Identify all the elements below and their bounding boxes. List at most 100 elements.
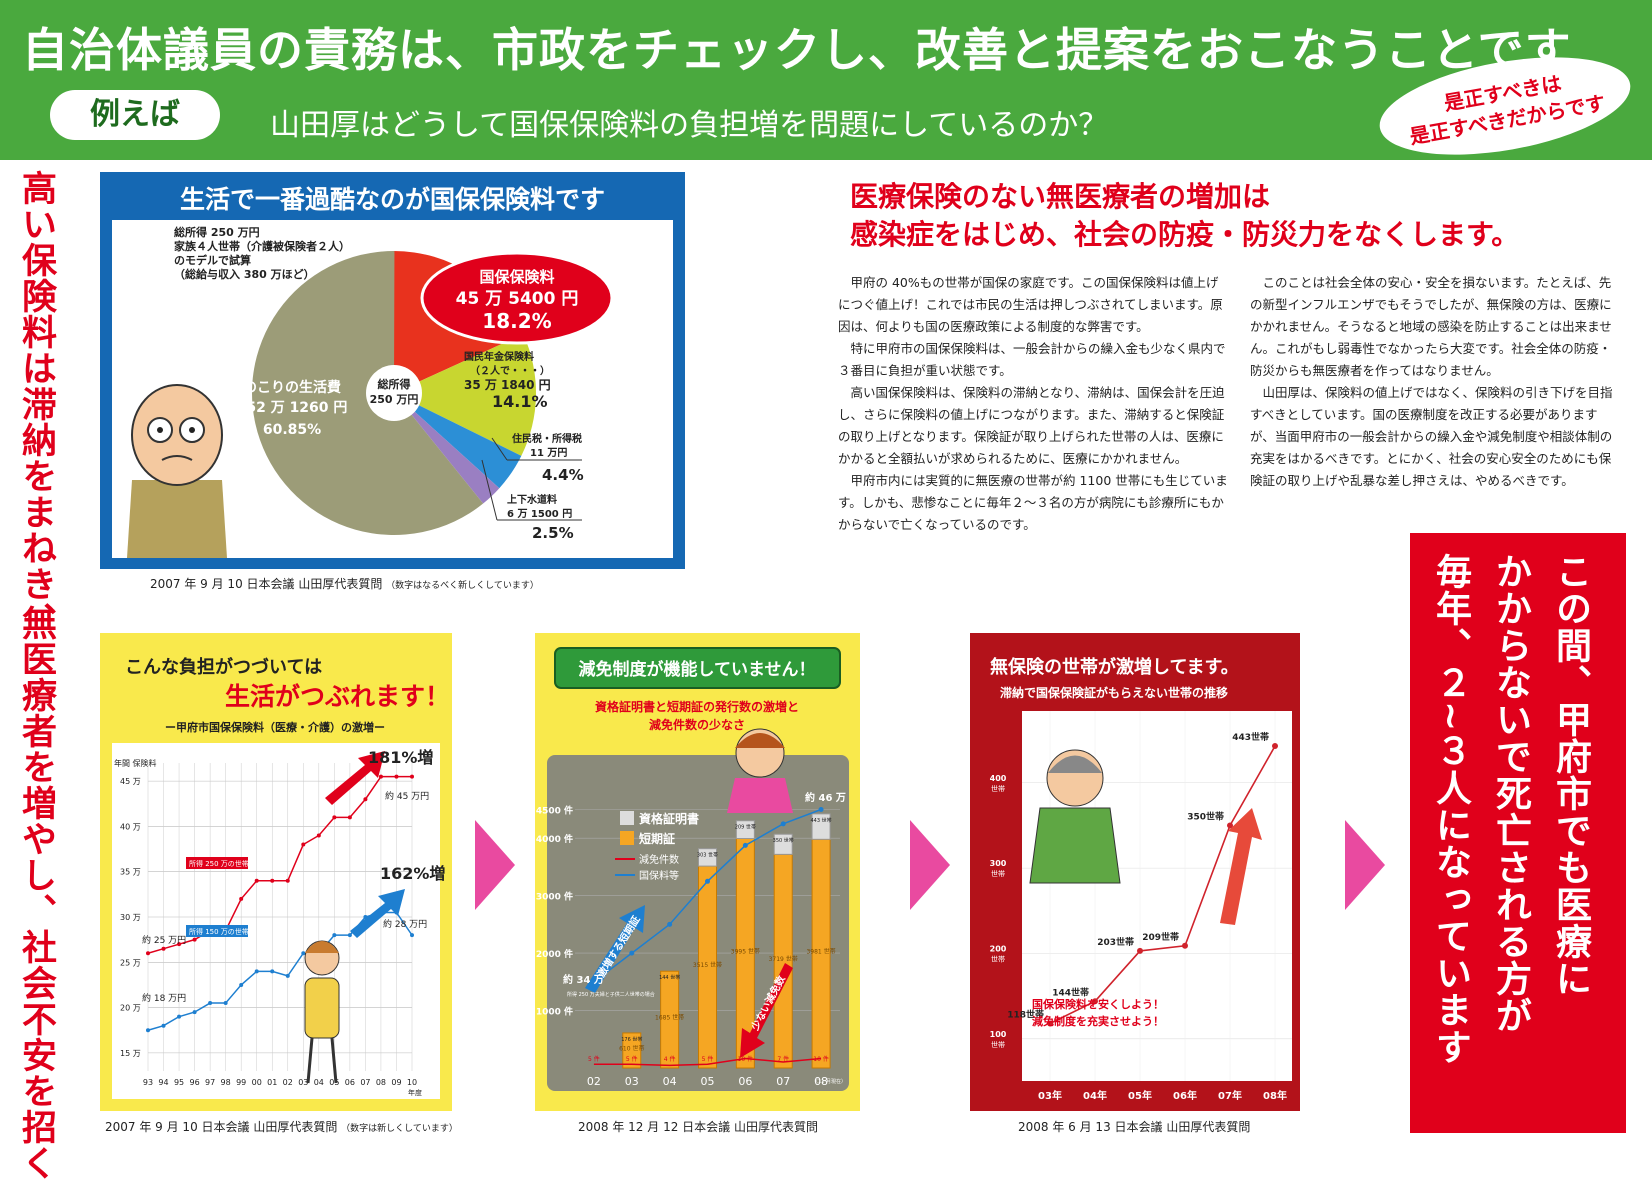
chart1-xunit: 年度 <box>408 1088 422 1097</box>
left-vertical-slogan-1: 高い保険料は滞納をまねき、 <box>16 170 56 638</box>
pie-panel-title: 生活で一番過酷なのが国保保険料です <box>179 185 605 214</box>
death-notice-line-1: この間、甲府市でも医療に <box>1550 553 1591 997</box>
data-point <box>254 878 259 883</box>
data-point <box>363 797 368 802</box>
x-tick-label: 99 <box>236 1078 246 1087</box>
death-notice-line-3: 毎年、２~３人になっています <box>1430 553 1471 1066</box>
x-tick-label: 07 <box>776 1075 790 1088</box>
data-point <box>780 821 786 827</box>
data-point <box>410 933 414 938</box>
y-tick-label: 100 <box>990 1030 1007 1039</box>
x-tick-label: 93 <box>143 1078 153 1087</box>
exemption-chart-panel: 減免制度が機能していません！ 資格証明書と短期証の発行数の激増と 減免件数の少な… <box>535 633 860 1111</box>
slice-label-pct: 14.1% <box>492 392 548 411</box>
chart1-series-b-name: 所得 150 万の世帯 <box>189 927 249 936</box>
slice-label-pct: 4.4% <box>542 466 584 484</box>
data-point <box>394 774 399 779</box>
bar-short-term <box>660 970 680 1069</box>
data-point <box>177 942 182 947</box>
data-point <box>301 951 306 956</box>
article-column-2: このことは社会全体の安心・安全を損ないます。たとえば、先の新型インフルエンザでも… <box>1250 272 1622 492</box>
y-tick-label: 4000 件 <box>536 833 573 845</box>
y-tick-label: 3000 件 <box>536 891 573 903</box>
point-label: 118世帯 <box>1007 1008 1044 1020</box>
slice-label-name: のこりの生活費 <box>243 379 341 396</box>
leader-line <box>481 459 498 521</box>
y-tick-label: 世帯 <box>991 1040 1005 1049</box>
x-tick-label: 08年 <box>1263 1089 1287 1102</box>
chart2-legend-item: 国保料等 <box>639 869 679 882</box>
up-arrow-icon <box>585 905 645 993</box>
data-point <box>192 1010 197 1015</box>
x-tick-label: 02 <box>587 1075 601 1088</box>
pie-note-line: 総所得 250 万円 <box>174 225 260 239</box>
data-point <box>818 806 824 812</box>
chart3-subtitle: 滞納で国保保険証がもらえない世帯の推移 <box>1000 685 1228 700</box>
pie-note-line: （総給与収入 380 万ほど） <box>174 267 315 281</box>
bar-label: 5 件 <box>588 1055 600 1063</box>
data-point <box>270 878 275 883</box>
y-tick-label: 400 <box>990 774 1007 783</box>
chart2-label-end: 約 46 万 <box>805 791 846 804</box>
data-point <box>1092 998 1098 1005</box>
y-tick-label: 世帯 <box>991 954 1005 963</box>
distressed-man-illustration <box>1029 749 1121 884</box>
bar-label: 1685 世帯 <box>655 1014 684 1022</box>
pie-slice <box>394 393 500 504</box>
y-tick-label: 35 万 <box>120 868 141 877</box>
bar-label: 7 件 <box>777 1055 789 1063</box>
pie-caption-note: （数字はなるべく新しくしています） <box>386 581 539 591</box>
bar-certificate <box>698 848 717 867</box>
data-point <box>378 774 383 779</box>
chart1-increase-b: 162%増 <box>380 864 445 883</box>
right-arrow-icon <box>475 820 515 910</box>
data-point <box>629 950 635 956</box>
chart1-label-a-end: 約 45 万円 <box>385 790 429 802</box>
bar-label: 144 世帯 <box>659 974 680 981</box>
chart2-note: 所得 250 万夫婦と子供二人世帯の場合 <box>567 991 655 998</box>
article-headline-line-1: 医療保険のない無医療者の増加は <box>850 180 1271 213</box>
bar-label: 176 世帯 <box>621 1036 642 1043</box>
x-tick-label: 04年 <box>1083 1089 1107 1102</box>
article-headline-line-2: 感染症をはじめ、社会の防疫・防災力をなくします。 <box>850 218 1520 251</box>
chart1-label-b-end: 約 28 万円 <box>383 918 427 930</box>
pie-slice <box>394 334 536 456</box>
pie-center-value: 250 万円 <box>370 393 419 406</box>
pie-caption: 2007 年 9 月 10 日本会議 山田厚代表質問 （数字はなるべく新しくして… <box>150 575 539 592</box>
y-tick-label: 世帯 <box>991 869 1005 878</box>
death-notice-line-2: かからないで死亡される方が <box>1490 553 1531 1034</box>
chart3-slogan-1: 国保保険料を安くしよう！ <box>1032 997 1164 1011</box>
slice-label-pct: 2.5% <box>532 524 574 542</box>
pie-center-label: 総所得 <box>378 377 411 391</box>
pie-panel: 生活で一番過酷なのが国保保険料です 総所得 250 万円 総所得 250 万円 … <box>100 172 685 569</box>
bar-label: 209 世帯 <box>735 824 756 831</box>
data-point <box>347 933 352 938</box>
y-tick-label: 25 万 <box>120 958 141 967</box>
article-paragraph: このことは社会全体の安心・安全を損ないます。たとえば、先の新型インフルエンザでも… <box>1250 275 1612 378</box>
y-tick-label: 15 万 <box>120 1049 141 1058</box>
chart1-title-1: こんな負担がつづいては <box>125 656 322 678</box>
pie-slice <box>394 393 522 489</box>
down-arrow-icon <box>740 963 793 1058</box>
legend-swatch <box>620 811 634 825</box>
chart3-caption: 2008 年 6 月 13 日本会議 山田厚代表質問 <box>1018 1120 1251 1134</box>
bar-label: 3981 世帯 <box>806 948 835 956</box>
data-point <box>146 1028 150 1033</box>
article-headline: 医療保険のない無医療者の増加は 感染症をはじめ、社会の防疫・防災力をなくします。 <box>850 178 1519 254</box>
leader-line <box>491 437 508 461</box>
uninsured-line <box>1049 745 1276 1025</box>
bar-label: 610 世帯 <box>619 1044 644 1052</box>
article-paragraph: 甲府市内には実質的に無医療の世帯が約 1100 世帯にも生じています。しかも、悲… <box>838 473 1228 532</box>
uninsured-chart: 無保険の世帯が激増してます。 滞納で国保保険証がもらえない世帯の推移 100世帯… <box>990 656 1292 1102</box>
series-line <box>147 911 413 1031</box>
point-label: 350世帯 <box>1187 810 1224 822</box>
up-arrow-icon <box>1220 808 1262 925</box>
page-subtitle: 山田厚はどうして国保保険料の負担増を問題にしているのか？ <box>270 108 1109 143</box>
data-point <box>316 833 321 838</box>
slice-label-name: 住民税・所得税 <box>512 432 582 445</box>
x-tick-label: 01 <box>267 1078 277 1087</box>
x-tick-label: 06 <box>738 1075 752 1088</box>
x-tick-label: 05年 <box>1128 1089 1152 1102</box>
data-point <box>161 946 166 951</box>
